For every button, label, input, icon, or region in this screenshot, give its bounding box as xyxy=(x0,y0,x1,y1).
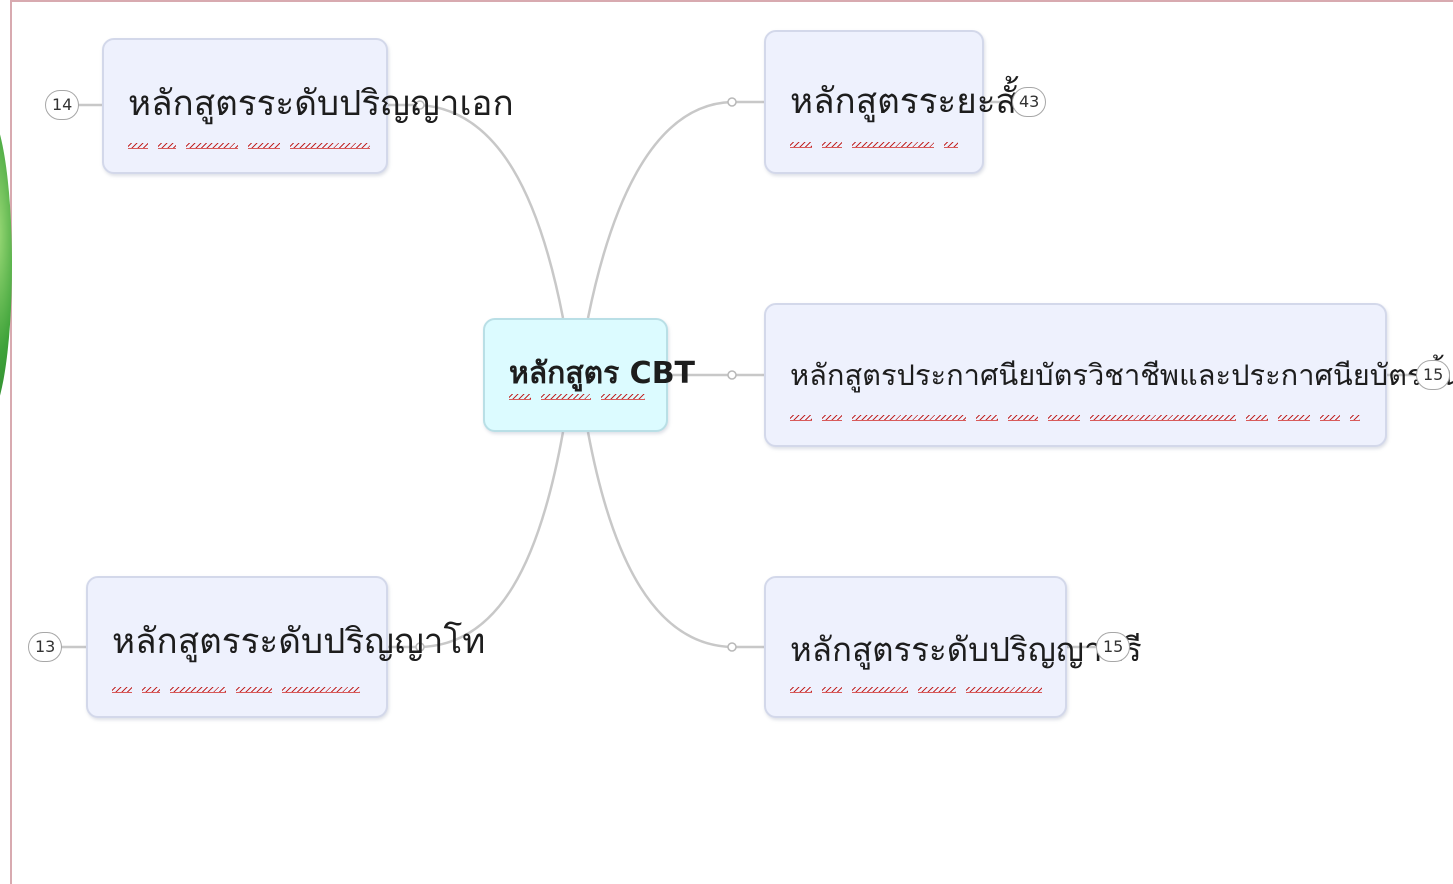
connector-vocational-joint xyxy=(727,370,737,380)
connector-masters xyxy=(419,431,565,649)
connector-bachelors xyxy=(586,431,733,649)
connector-masters-joint xyxy=(415,642,425,652)
topic-masters-label: หลักสูตรระดับปริญญาโท xyxy=(112,622,486,662)
connector-short xyxy=(586,100,733,319)
connector-doctoral-joint xyxy=(415,100,425,110)
connector-bachelors-joint xyxy=(727,642,737,652)
topic-vocational[interactable]: หลักสูตรประกาศนียบัตรวิชาชีพและประกาศนีย… xyxy=(764,303,1453,447)
topic-short-courses[interactable]: หลักสูตรระยะสั้น xyxy=(764,30,1041,174)
spellcheck-marks xyxy=(509,394,645,400)
spellcheck-marks xyxy=(128,143,370,149)
topic-short-courses-label: หลักสูตรระยะสั้น xyxy=(790,82,1041,122)
spellcheck-marks xyxy=(790,687,1042,693)
spellcheck-marks xyxy=(790,415,1360,421)
spellcheck-marks xyxy=(790,142,958,148)
frame-border-left xyxy=(10,0,12,884)
topic-masters-count-badge[interactable]: 13 xyxy=(28,632,63,662)
topic-vocational-count-badge[interactable]: 15 xyxy=(1416,360,1451,390)
topic-bachelors-label: หลักสูตรระดับปริญญาตรี xyxy=(790,630,1142,669)
topic-bachelors-count-badge[interactable]: 15 xyxy=(1096,632,1131,662)
topic-bachelors[interactable]: หลักสูตรระดับปริญญาตรี xyxy=(764,576,1142,718)
topic-doctoral-label: หลักสูตรระดับปริญญาเอก xyxy=(128,84,514,124)
central-topic-label: หลักสูตร CBT xyxy=(509,356,696,391)
topic-short-courses-count-badge[interactable]: 43 xyxy=(1012,87,1047,117)
topic-masters[interactable]: หลักสูตรระดับปริญญาโท xyxy=(86,576,485,718)
topic-vocational-label: หลักสูตรประกาศนียบัตรวิชาชีพและประกาศนีย… xyxy=(790,358,1453,392)
topic-doctoral[interactable]: หลักสูตรระดับปริญญาเอก xyxy=(102,38,514,174)
spellcheck-marks xyxy=(112,687,360,693)
frame-border-top xyxy=(10,0,1453,2)
central-topic[interactable]: หลักสูตร CBT xyxy=(483,318,695,432)
connector-doctoral xyxy=(419,103,565,319)
connector-short-joint xyxy=(727,97,737,107)
topic-doctoral-count-badge[interactable]: 14 xyxy=(45,90,80,120)
